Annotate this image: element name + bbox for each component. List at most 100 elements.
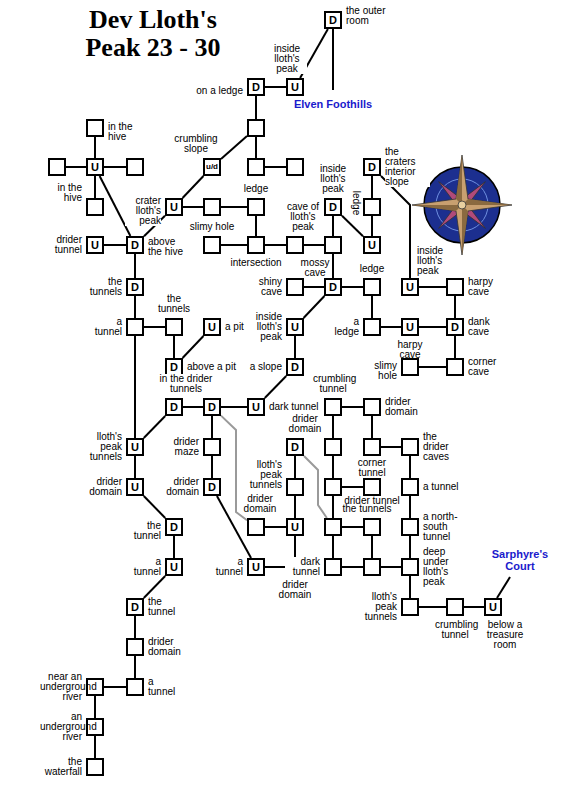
exit-letter: D — [128, 238, 142, 252]
room-box: cave of lloth's peak — [286, 236, 304, 254]
room-box: mossy cave — [324, 236, 342, 254]
room-box — [286, 158, 304, 176]
room-box — [363, 518, 381, 536]
room-box: shiny cave — [286, 278, 304, 296]
room-label: drider domain — [285, 414, 325, 434]
room-box — [126, 158, 144, 176]
exit-letter: D — [448, 320, 462, 334]
passage-line — [104, 244, 126, 246]
passage-line — [94, 137, 96, 158]
passage-line — [104, 166, 126, 168]
passage-line — [221, 136, 247, 159]
room-box: Ddrider domain — [286, 438, 304, 456]
room-box: drider tunnel — [363, 478, 381, 496]
room-label: ledge — [351, 191, 361, 215]
room-box — [324, 478, 342, 496]
exit-letter: U — [128, 480, 142, 494]
room-label: the tunnel — [148, 597, 183, 617]
passage-line — [183, 176, 204, 198]
room-label: the drider caves — [423, 432, 463, 462]
room-box: Ua tunnel — [247, 558, 265, 576]
exit-letter: U — [205, 320, 219, 334]
passage-line — [94, 736, 96, 758]
passage-line — [221, 406, 247, 408]
passage-line — [144, 496, 165, 518]
room-box: lloth's peak tunnels — [286, 478, 304, 496]
passage-line — [332, 216, 334, 236]
room-label: inside lloth's peak — [248, 312, 282, 342]
room-label: drider maze — [164, 437, 199, 457]
room-box: the drider caves — [401, 438, 419, 456]
passage-line — [294, 456, 296, 478]
room-box: Ddrider domain — [203, 478, 221, 496]
room-box: deep under lloth's peak — [401, 558, 419, 576]
exit-letter: D — [128, 280, 142, 294]
exit-letter: U — [249, 560, 263, 574]
room-label: drider domain — [275, 580, 315, 600]
passage-line — [371, 536, 373, 558]
room-box: Dthe tunnel — [126, 598, 144, 616]
room-label: deep under lloth's peak — [423, 547, 468, 587]
exit-letter: U — [288, 320, 302, 334]
room-box: near an underground river — [86, 678, 104, 696]
room-label: a tunnel — [131, 557, 161, 577]
room-label: below a treasure room — [485, 620, 525, 650]
room-label: a north-south tunnel — [423, 512, 465, 542]
room-box: Din the drider tunnels — [165, 398, 183, 416]
room-box: Da slope — [286, 358, 304, 376]
passage-line — [134, 456, 136, 478]
passage-line — [94, 176, 96, 198]
room-label: cave of lloth's peak — [283, 202, 323, 232]
room-label: near an underground river — [40, 672, 82, 702]
room-label: crumbling tunnel — [313, 374, 353, 394]
passage-line — [294, 496, 296, 518]
exit-letter: D — [365, 160, 379, 174]
passage-line — [294, 536, 296, 558]
room-label: drider domain — [148, 637, 188, 657]
exit-letter: U — [88, 160, 102, 174]
room-box: U — [286, 518, 304, 536]
room-label: the outer room — [346, 6, 391, 26]
room-box — [203, 198, 221, 216]
room-label: harpy cave — [468, 277, 503, 297]
exit-letter: U — [167, 200, 181, 214]
passage-line — [255, 96, 257, 119]
room-label: corner cave — [468, 357, 503, 377]
exit-letter: U — [88, 238, 102, 252]
room-label: above a pit — [187, 362, 236, 372]
room-label: inside lloth's peak — [267, 44, 307, 74]
room-label: on a ledge — [196, 86, 243, 96]
room-box: a ledge — [363, 318, 381, 336]
exit-letter: D — [167, 520, 181, 534]
room-label: a slope — [247, 362, 282, 372]
room-box — [247, 119, 265, 137]
passage-line — [294, 336, 296, 358]
room-box: the tunnels — [165, 318, 183, 336]
passage-line — [255, 216, 257, 236]
room-box: U — [363, 236, 381, 254]
room-label: in the hive — [108, 122, 143, 142]
room-box: drider domain — [247, 518, 265, 536]
room-box: D — [203, 398, 221, 416]
room-label: crater lloth's peak — [125, 196, 161, 226]
room-label: harpy cave — [393, 340, 428, 360]
room-box: Dthe tunnels — [126, 278, 144, 296]
room-box: Ua tunnel — [165, 558, 183, 576]
room-label: a pit — [225, 322, 245, 332]
passage-line — [381, 446, 401, 448]
passage-line — [173, 536, 175, 558]
room-label: inside lloth's peak — [417, 246, 453, 276]
passage-line — [144, 416, 165, 438]
passage-line — [381, 326, 401, 328]
room-box: corner cave — [446, 358, 464, 376]
exit-letter: U — [365, 238, 379, 252]
room-box: Uinside lloth's peak — [286, 78, 304, 96]
passage-line — [332, 496, 334, 518]
exit-letter: U — [288, 80, 302, 94]
passage-line — [221, 244, 247, 246]
exit-letter: D — [288, 360, 302, 374]
room-box: an underground river — [86, 718, 104, 736]
passage-line — [409, 536, 411, 558]
passage-line — [371, 216, 373, 236]
room-box: Uinside lloth's peak — [286, 318, 304, 336]
